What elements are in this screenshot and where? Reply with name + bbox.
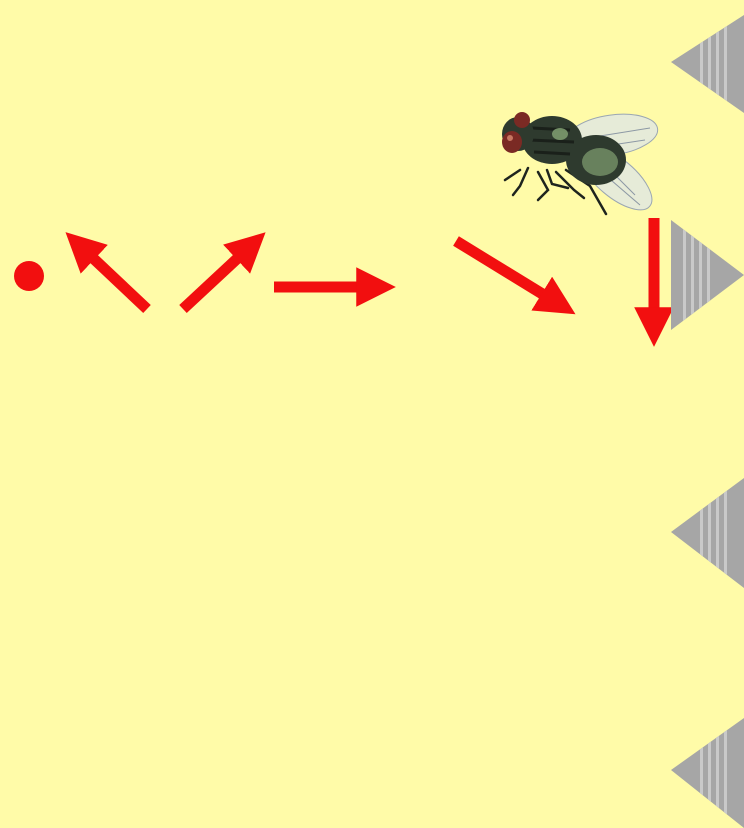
red-dot-icon <box>14 261 44 291</box>
